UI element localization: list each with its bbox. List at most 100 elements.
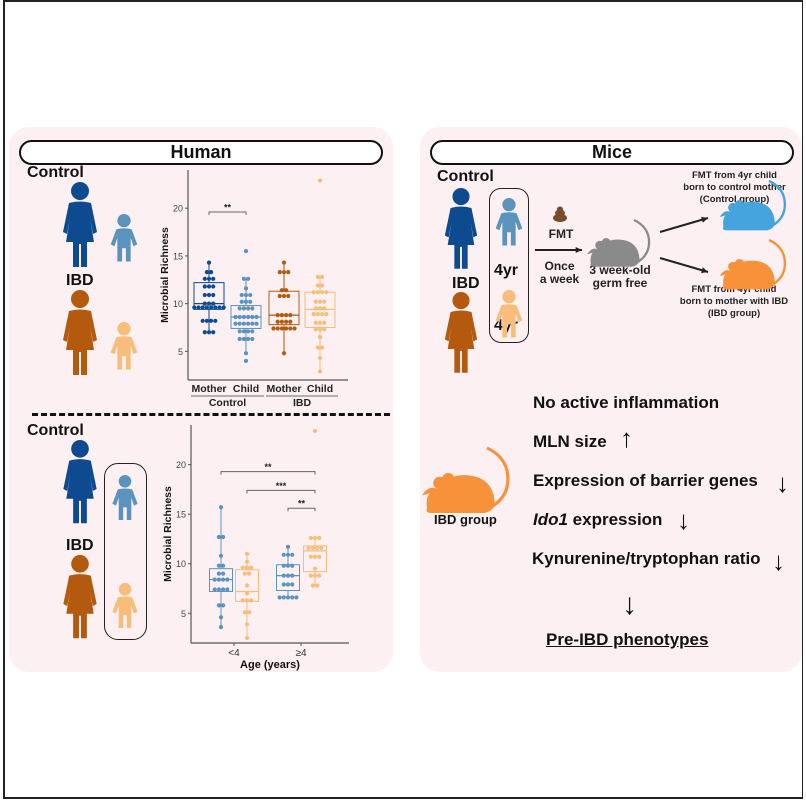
arrow-down-icon: ↓	[677, 505, 690, 535]
data-point	[317, 535, 322, 541]
human-bottom-ibd-label: IBD	[66, 537, 94, 554]
data-point	[216, 534, 221, 540]
data-point	[250, 306, 255, 311]
data-point	[237, 321, 242, 326]
data-point	[239, 292, 244, 298]
y-tick-label: 10	[176, 559, 186, 569]
significance-label: ***	[276, 481, 287, 491]
data-point	[306, 545, 311, 550]
data-point	[290, 552, 295, 557]
data-point	[290, 573, 295, 578]
data-point	[241, 329, 246, 334]
significance-bracket	[220, 471, 316, 475]
x-axis-label: Age (years)	[240, 659, 300, 671]
data-point	[285, 573, 291, 578]
series-control-child-4	[209, 505, 233, 630]
data-point	[310, 545, 315, 550]
data-point	[320, 274, 325, 280]
data-point	[206, 284, 212, 289]
data-point	[216, 563, 221, 568]
data-point	[250, 321, 255, 326]
data-point	[317, 334, 323, 340]
data-point	[312, 428, 318, 434]
data-point	[288, 319, 293, 324]
data-point	[211, 330, 216, 335]
significance-label: **	[298, 499, 306, 509]
data-point	[248, 299, 253, 304]
data-point	[246, 321, 251, 326]
data-point	[218, 505, 224, 510]
data-point	[243, 351, 249, 356]
data-point	[271, 326, 276, 331]
group-label: Control	[209, 397, 246, 409]
x-tick-label: Child	[233, 383, 259, 395]
data-point	[202, 330, 207, 335]
data-point	[241, 314, 246, 320]
data-point	[244, 598, 250, 603]
finding-kynurenine-ratio: Kynurenine/tryptophan ratio	[532, 549, 761, 568]
data-point	[240, 598, 245, 603]
data-point	[216, 603, 221, 608]
significance-bracket	[208, 211, 247, 215]
data-point	[212, 577, 217, 582]
data-point	[317, 554, 322, 559]
data-point	[244, 622, 250, 627]
data-point	[290, 582, 295, 587]
data-point	[320, 345, 325, 350]
data-point	[246, 336, 251, 342]
finding-mln-size: MLN size	[533, 432, 607, 451]
data-point	[288, 326, 293, 331]
data-point	[284, 312, 289, 318]
data-point	[292, 326, 297, 331]
data-point	[254, 314, 259, 320]
data-point	[216, 587, 221, 592]
data-point	[317, 327, 323, 332]
data-point	[311, 312, 316, 317]
data-point	[294, 595, 299, 600]
data-point	[221, 563, 226, 568]
data-point	[246, 306, 251, 311]
data-point	[254, 321, 259, 326]
data-point	[281, 552, 286, 557]
data-point	[319, 545, 324, 550]
data-point	[315, 290, 320, 295]
series-ibd-child-4	[235, 551, 259, 641]
data-point	[281, 351, 287, 356]
y-tick-label: 20	[176, 460, 186, 470]
data-point	[200, 318, 205, 323]
data-point	[221, 603, 226, 608]
data-point	[237, 329, 242, 334]
data-point	[242, 610, 247, 615]
data-point	[211, 292, 216, 298]
data-point	[250, 329, 255, 334]
significance-bracket	[287, 507, 316, 512]
donor-children-box	[489, 188, 529, 343]
y-tick-label: 15	[173, 251, 183, 261]
data-point	[284, 319, 289, 324]
data-point	[244, 635, 250, 641]
data-point	[317, 355, 323, 361]
arrow-up-icon: ↑	[620, 423, 633, 453]
section-divider	[32, 413, 390, 416]
data-point	[244, 559, 250, 564]
y-tick-label: 15	[176, 510, 186, 520]
significance-label: **	[224, 203, 232, 213]
data-point	[250, 314, 255, 320]
data-point	[192, 305, 197, 310]
ido1-gene: Ido1	[533, 510, 568, 529]
arrow-down-icon: ↓	[622, 588, 637, 621]
data-point	[249, 565, 254, 570]
data-point	[315, 283, 320, 288]
data-point	[209, 305, 214, 310]
data-point	[209, 270, 214, 275]
control-group-caption: FMT from 4yr child born to control mothe…	[683, 170, 786, 205]
y-axis-label: Microbial Richness	[159, 227, 171, 323]
data-point	[285, 552, 291, 557]
data-point	[206, 276, 212, 281]
data-point	[202, 276, 207, 281]
data-point	[322, 320, 327, 325]
data-point	[275, 312, 280, 318]
data-point	[209, 318, 214, 323]
x-tick-label: ≥4	[295, 648, 306, 659]
series-control-mother	[192, 260, 226, 335]
